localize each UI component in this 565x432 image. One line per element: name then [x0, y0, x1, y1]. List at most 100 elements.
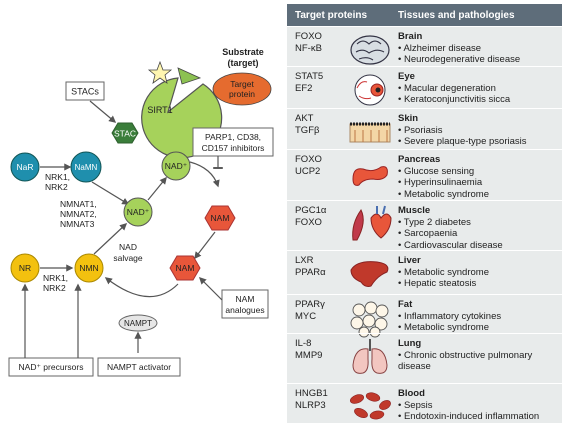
nar-node — [10, 152, 40, 182]
parp-inhibitors-box — [192, 127, 274, 157]
stacs-label: STACs — [71, 87, 99, 97]
header-tissues-pathologies: Tissues and pathologies — [398, 10, 515, 21]
pancreas-icon — [347, 153, 393, 193]
nr-node — [10, 253, 40, 283]
nampt-enzyme — [118, 314, 158, 332]
nmnat-2: NMNAT2, — [60, 209, 97, 219]
pathology-item: Endotoxin-induced inflammation — [398, 411, 558, 423]
tissue-name: Blood — [398, 388, 425, 399]
muscle-heart-icon — [347, 204, 393, 244]
pathology-item: Type 2 diabetes — [398, 217, 558, 229]
tissue-name: Brain — [398, 31, 423, 42]
tissue-name: Pancreas — [398, 154, 441, 165]
tissue-name: Liver — [398, 255, 421, 266]
nad-salvage-2: salvage — [113, 253, 143, 263]
substrate-label-target: (target) — [228, 58, 259, 68]
nam-bottom-hexagon — [169, 255, 201, 281]
target-protein-name: STAT5 — [295, 71, 324, 82]
target-protein-name: FOXO — [295, 154, 322, 165]
nam-top-label: NAM — [211, 213, 230, 223]
target-protein-name: NF-κB — [295, 43, 322, 54]
tissue-pathologies-cell: PancreasGlucose sensingHyperinsulinaemia… — [398, 154, 558, 200]
pathology-item: Macular degeneration — [398, 83, 558, 95]
parp-label-2: CD157 inhibitors — [202, 143, 265, 153]
target-protein-name: LXR — [295, 255, 314, 266]
target-protein-name: AKT — [295, 113, 314, 124]
blood-cells-icon — [347, 387, 393, 427]
target-protein-name: HNGB1 — [295, 388, 328, 399]
skin-icon — [347, 112, 393, 152]
tissue-pathologies-cell: LungChronic obstructive pulmonary diseas… — [398, 338, 558, 373]
pathology-item: Cardiovascular disease — [398, 240, 558, 252]
sirt1-label: SIRT1 — [147, 105, 172, 115]
nampt-activator-label: NAMPT activator — [107, 362, 171, 372]
pathology-item: Inflammatory cytokines — [398, 311, 558, 323]
header-target-proteins: Target proteins — [295, 10, 368, 21]
target-protein-name: PGC1α — [295, 205, 327, 216]
tissue-pathologies-cell: MuscleType 2 diabetesSarcopaeniaCardiova… — [398, 205, 558, 251]
nrk-top-2: NRK2 — [45, 182, 68, 192]
table-header: Target proteins Tissues and pathologies — [287, 4, 562, 26]
nam-top-hexagon — [204, 205, 236, 231]
pathology-item: Sarcopaenia — [398, 228, 558, 240]
nampt-activator-box — [97, 357, 181, 377]
target-protein-name: EF2 — [295, 83, 313, 94]
target-protein-name: MMP9 — [295, 350, 323, 361]
target-protein-name: PPARα — [295, 267, 326, 278]
eye-icon — [347, 70, 393, 110]
fat-cells-icon — [347, 298, 393, 338]
pathology-item: Hepatic steatosis — [398, 278, 558, 290]
nad-salvage-1: NAD — [119, 242, 137, 252]
pathology-item: Glucose sensing — [398, 166, 558, 178]
target-protein-name: FOXO — [295, 31, 322, 42]
target-tissue-table: Target proteins Tissues and pathologies … — [287, 4, 562, 423]
substrate-flag — [177, 67, 202, 85]
pathology-item: Metabolic syndrome — [398, 267, 558, 279]
target-protein-name: UCP2 — [295, 166, 321, 177]
parp-label-1: PARP1, CD38, — [205, 132, 261, 142]
nad-top-label: NAD⁺ — [165, 161, 188, 171]
tissue-pathologies-cell: BrainAlzheimer diseaseNeurodegenerative … — [398, 31, 558, 66]
tissue-name: Fat — [398, 299, 413, 310]
pathology-item: Sepsis — [398, 400, 558, 412]
target-protein-name: NLRP3 — [295, 400, 326, 411]
nam-analogues-2: analogues — [225, 305, 264, 315]
tissue-name: Skin — [398, 113, 419, 124]
pathology-item: Hyperinsulinaemia — [398, 177, 558, 189]
nrk-top-1: NRK1, — [45, 172, 70, 182]
nam-analogues-1: NAM — [236, 294, 255, 304]
nmn-label: NMN — [79, 263, 98, 273]
nmn-node — [74, 253, 104, 283]
pathology-item: Severe plaque-type psoriasis — [398, 136, 558, 148]
lung-icon — [347, 337, 393, 377]
pathology-item: Metabolic syndrome — [398, 189, 558, 201]
liver-icon — [347, 254, 393, 294]
tissue-pathologies-cell: EyeMacular degenerationKeratoconjunctivi… — [398, 71, 558, 106]
target-protein-name: FOXO — [295, 217, 322, 228]
tissue-pathologies-cell: FatInflammatory cytokinesMetabolic syndr… — [398, 299, 558, 334]
target-protein-name: MYC — [295, 311, 317, 322]
tissue-pathologies-cell: BloodSepsisEndotoxin-induced inflammatio… — [398, 388, 558, 423]
nad-precursors-label: NAD⁺ precursors — [19, 362, 84, 372]
stacs-box — [65, 81, 105, 101]
stac-hexagon — [111, 122, 139, 144]
pathology-item: Metabolic syndrome — [398, 322, 558, 334]
namn-label: NaMN — [75, 163, 98, 172]
pathology-item: Neurodegenerative disease — [398, 54, 558, 66]
pathology-item: Keratoconjunctivitis sicca — [398, 94, 558, 106]
pathology-item: Chronic obstructive pulmonary disease — [398, 350, 558, 373]
target-protein-name: PPARγ — [295, 299, 325, 310]
nad-precursors-box — [8, 357, 94, 377]
